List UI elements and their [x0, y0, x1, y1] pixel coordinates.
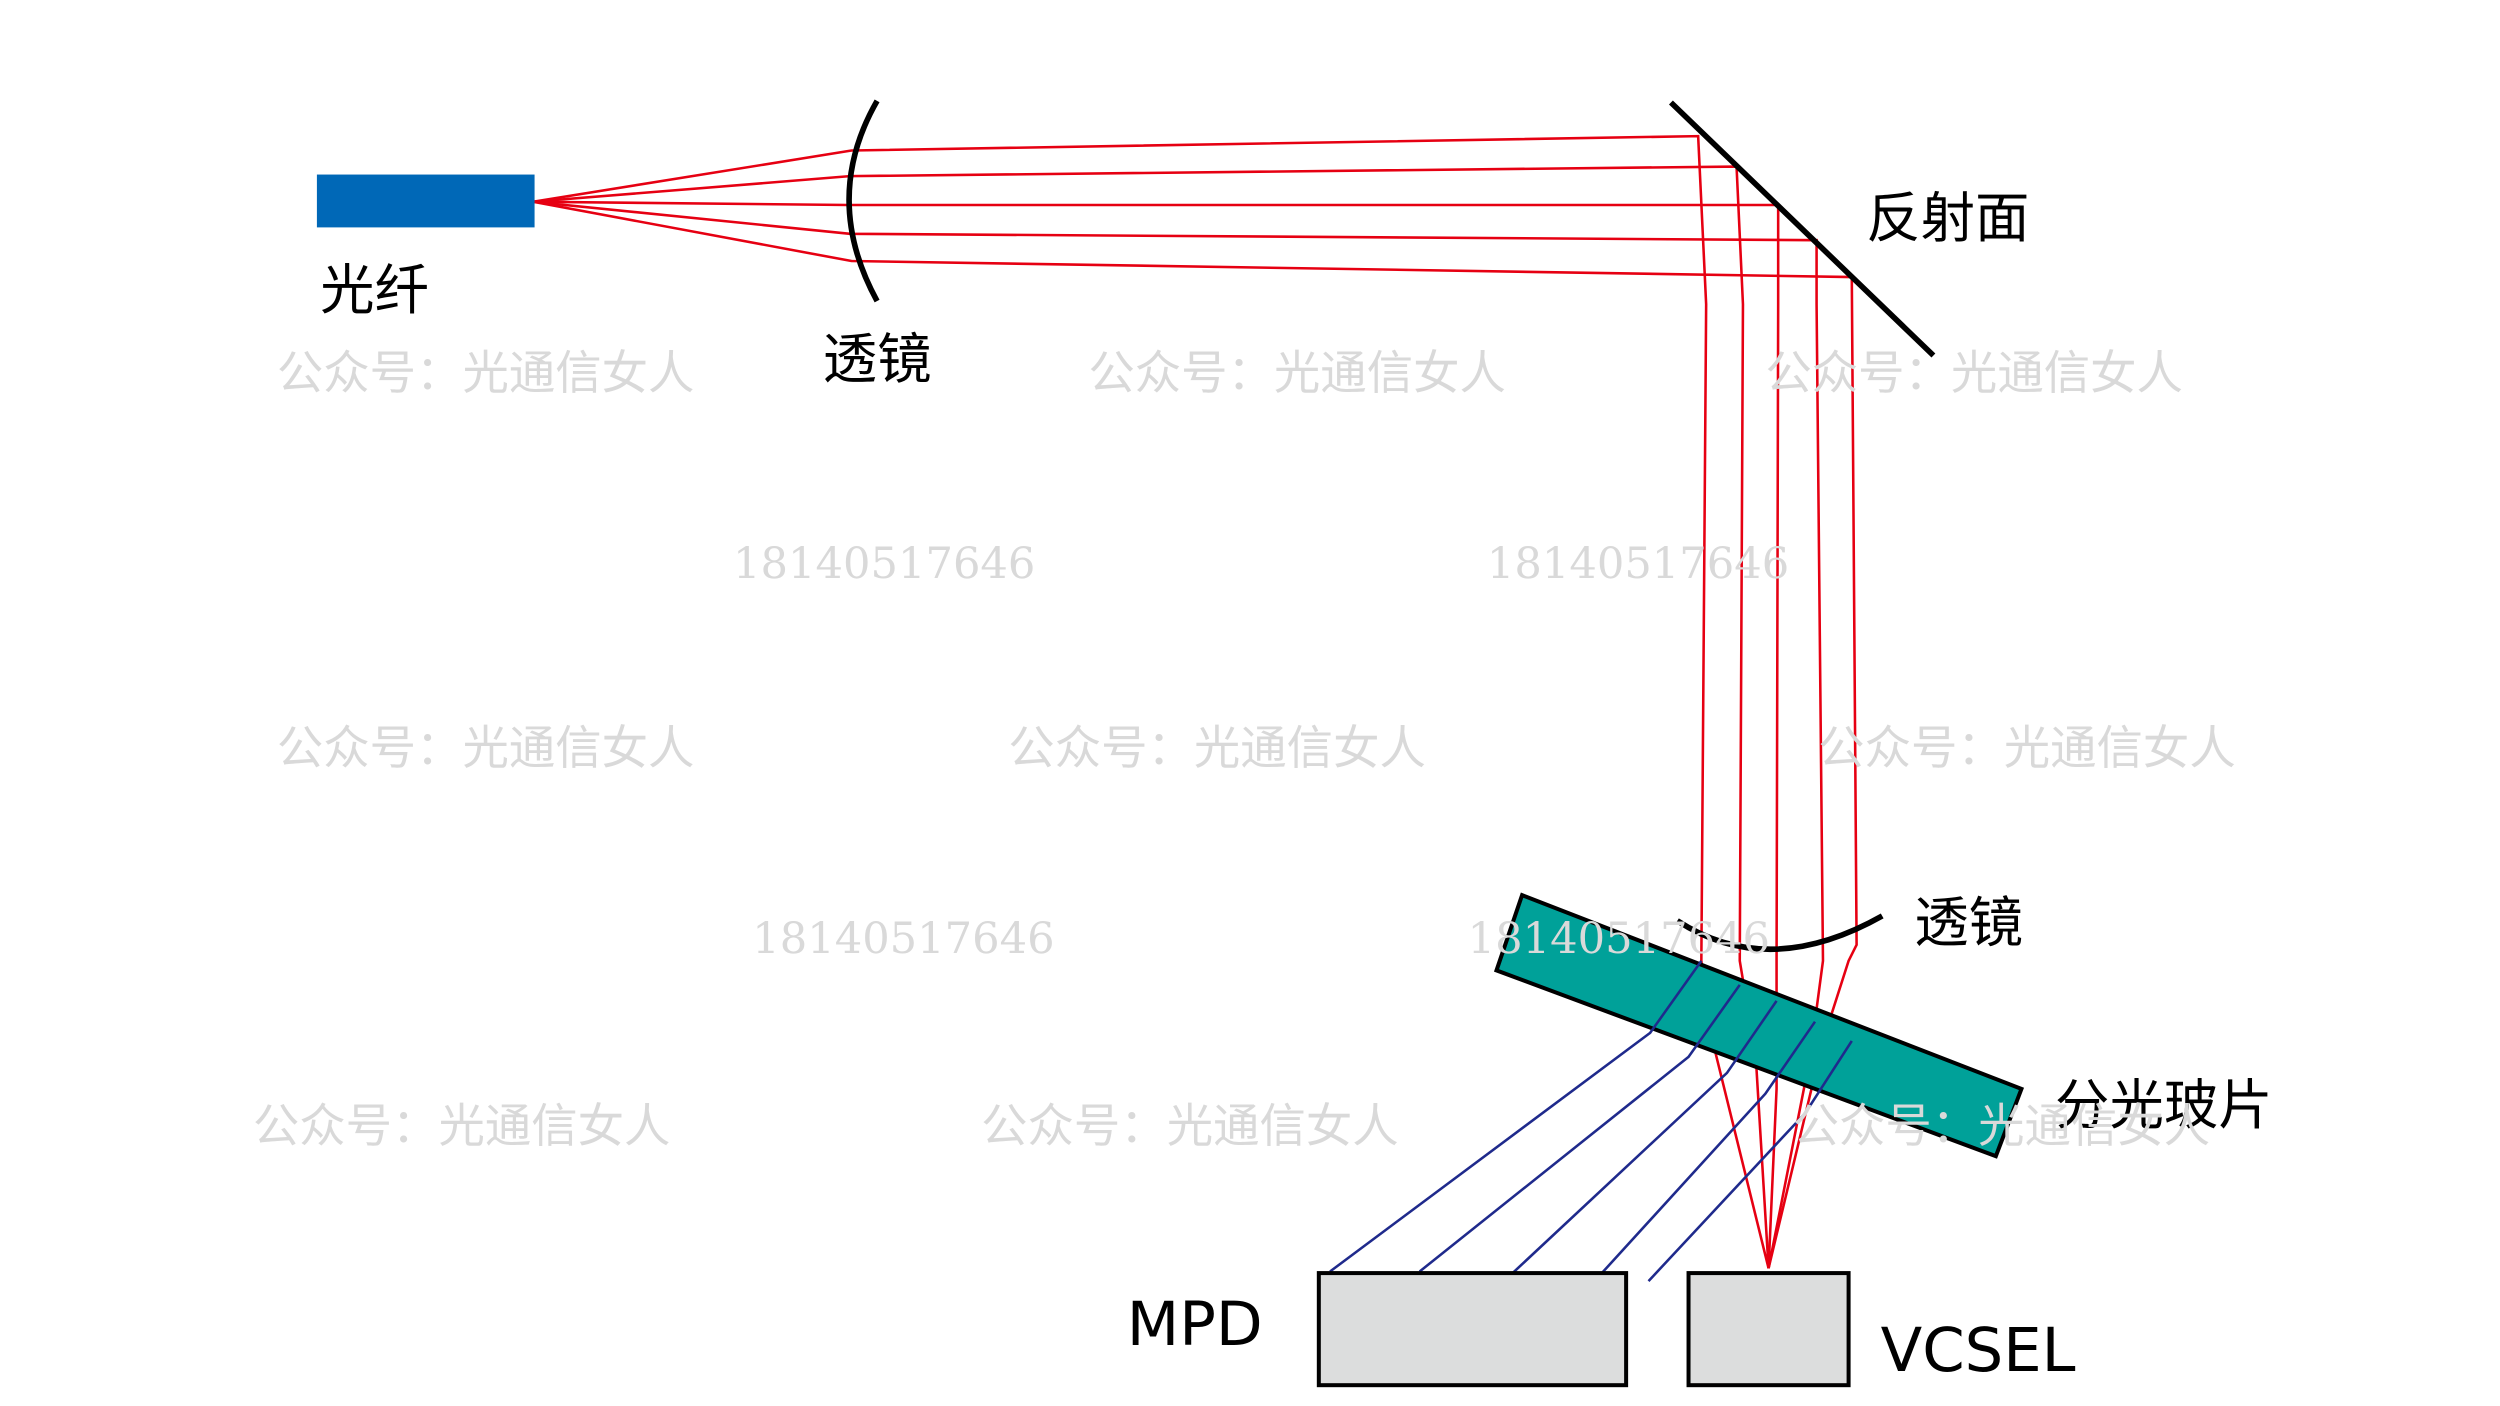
watermark-text: 公众号：光通信女人	[1088, 346, 1506, 400]
splitter-label: 分光玻片	[2055, 1073, 2273, 1137]
fiber-block	[316, 174, 535, 228]
watermark-number: 18140517646	[1487, 539, 1789, 589]
watermarks: 公众号：光通信女人 公众号：光通信女人 公众号：光通信女人 1814051764…	[253, 346, 2236, 1153]
watermark-text: 公众号：光通信女人	[981, 1099, 1399, 1153]
reflected-beam	[1329, 960, 1853, 1282]
watermark-text: 公众号：光通信女人	[1765, 346, 2183, 400]
watermark-text: 公众号：光通信女人	[277, 346, 695, 400]
vcsel-label: VCSEL	[1881, 1316, 2076, 1386]
vcsel-block	[1686, 1271, 1851, 1388]
mpd-label: MPD	[1127, 1290, 1263, 1360]
reflected-ray-5	[1647, 1040, 1853, 1282]
watermark-text: 公众号：光通信女人	[1008, 721, 1426, 775]
mpd-block	[1316, 1271, 1629, 1388]
watermark-number: 18140517646	[1468, 914, 1770, 964]
reflecting-surface	[1668, 100, 1936, 358]
watermark-text: 公众号：光通信女人	[253, 1099, 671, 1153]
mirror-label: 反射面	[1866, 186, 2029, 250]
reflected-ray-3	[1510, 1000, 1778, 1276]
reflected-ray-4	[1597, 1020, 1817, 1278]
watermark-number: 18140517646	[752, 914, 1054, 964]
reflected-ray-1	[1329, 960, 1703, 1273]
watermark-text: 公众号：光通信女人	[277, 721, 695, 775]
watermark-text: 公众号：光通信女人	[1793, 1099, 2211, 1153]
top-lens-label: 透镜	[823, 327, 932, 391]
fiber-label: 光纤	[320, 258, 429, 322]
watermark-text: 公众号：光通信女人	[1818, 721, 2236, 775]
bottom-lens	[1675, 913, 1884, 953]
bottom-lens-label: 透镜	[1914, 891, 2023, 955]
top-lens	[846, 99, 880, 303]
watermark-number: 18140517646	[733, 539, 1035, 589]
reflected-ray-2	[1418, 984, 1741, 1273]
